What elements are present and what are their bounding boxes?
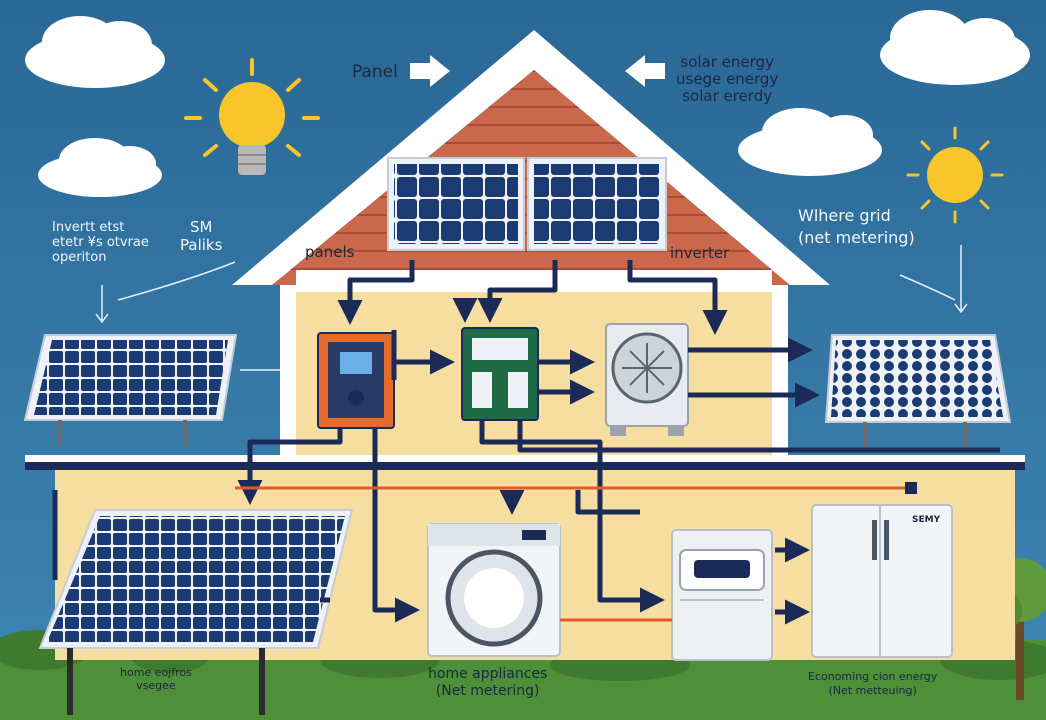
label-inverter-note-line1: Invertt etst xyxy=(52,220,125,235)
fan-icon xyxy=(605,323,689,436)
label-panel: Panel xyxy=(352,62,398,82)
label-inverter-note-line2: etetr ¥s otvrae xyxy=(52,235,149,250)
label-where-grid: Wlhere grid (net metering) xyxy=(798,205,915,249)
label-home-left: home eojfros vsegee xyxy=(120,666,192,692)
oven-icon xyxy=(671,529,773,661)
label-bottom-right: Economing cion energy (Net metteuing) xyxy=(808,670,937,698)
label-panels: panels xyxy=(305,243,355,261)
cloud-icon xyxy=(25,16,165,88)
arrow-left-icon xyxy=(625,55,665,87)
fridge-icon xyxy=(811,504,953,658)
label-solar-energy-line3: solar ererdy xyxy=(682,87,773,105)
label-paliks: Paliks xyxy=(180,236,223,254)
label-where-grid-line1: Wlhere grid xyxy=(798,206,891,225)
label-home-appliances-line1: home appliances xyxy=(428,666,548,682)
orange-lines xyxy=(235,486,910,622)
lightbulb-icon xyxy=(184,58,320,175)
cloud-icon xyxy=(880,10,1030,85)
label-where-grid-line2: (net metering) xyxy=(798,228,915,247)
left-solar-panel xyxy=(23,334,238,445)
label-home-left-line1: home eojfros xyxy=(120,666,192,679)
roof-solar-panel-left xyxy=(387,157,525,251)
label-home-appliances: home appliances (Net metering) xyxy=(428,666,547,700)
label-bottom-right-line2: (Net metteuing) xyxy=(828,684,917,697)
ground-solar-panel xyxy=(38,509,354,715)
cloud-icon xyxy=(38,138,162,197)
fridge-brand-label: SEMY xyxy=(912,515,941,525)
label-sm: SM xyxy=(189,218,213,236)
label-home-left-line2: vsegee xyxy=(136,679,176,692)
sun-icon xyxy=(906,126,1004,224)
label-inverter-note: Invertt etst etetr ¥s otvrae operiton xyxy=(52,220,149,265)
label-home-appliances-line2: (Net metering) xyxy=(435,683,540,699)
cloud-icon xyxy=(738,108,882,176)
inverter-unit xyxy=(317,332,395,429)
label-solar-energy-line1: solar energy xyxy=(680,53,774,71)
electric-meter xyxy=(461,327,539,421)
arrow-right-icon xyxy=(410,55,450,87)
label-inverter-note-line3: operiton xyxy=(52,250,107,265)
label-bottom-right-line1: Economing cion energy xyxy=(808,670,938,683)
label-solar-energy: solar energy usege energy solar ererdy xyxy=(676,54,778,105)
roof-solar-panel-right xyxy=(527,157,667,251)
label-inverter: inverter xyxy=(670,244,730,262)
right-solar-panel xyxy=(824,334,1012,450)
label-solar-energy-line2: usege energy xyxy=(676,70,779,88)
label-sm-paliks: SM Paliks xyxy=(180,218,222,254)
pointer-lines xyxy=(95,245,968,371)
power-lines xyxy=(52,260,1000,625)
washing-machine-icon xyxy=(427,523,561,657)
